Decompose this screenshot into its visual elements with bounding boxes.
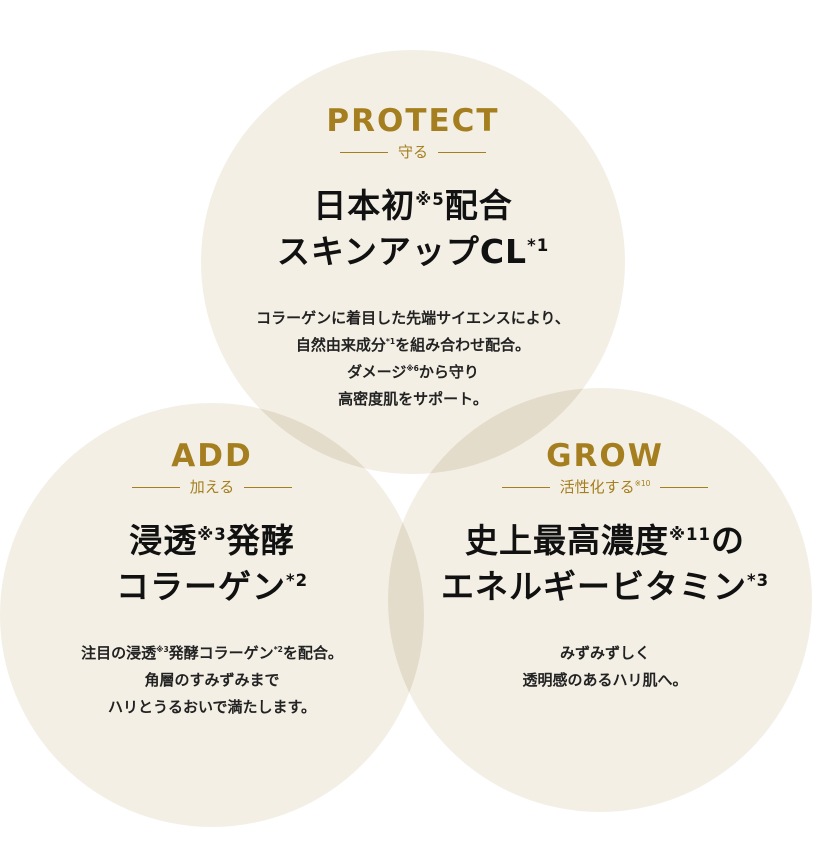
rule-right <box>438 151 486 153</box>
protect-section: PROTECT 守る 日本初※5配合 スキンアップCL*1 コラーゲンに着目した… <box>213 103 613 413</box>
add-body-line3: ハリとうるおいで満たします。 <box>107 698 317 716</box>
add-sub-text: 加える <box>189 478 235 496</box>
add-eyebrow: ADD <box>171 438 253 474</box>
circle-protect <box>201 50 625 474</box>
footnote-mark: ※11 <box>668 525 711 544</box>
rule-left <box>131 486 180 488</box>
footnote-mark: ※5 <box>415 190 445 209</box>
circle-add <box>0 403 424 827</box>
rule-left <box>501 486 550 488</box>
grow-body-line2: 透明感のあるハリ肌へ。 <box>522 671 688 689</box>
protect-body-line4: 高密度肌をサポート。 <box>338 390 488 408</box>
protect-title-line1: 日本初※5配合 <box>313 186 513 225</box>
grow-title-line2: エネルギービタミン*3 <box>440 567 770 606</box>
protect-eyebrow: PROTECT <box>326 103 500 139</box>
protect-body-line1: コラーゲンに着目した先端サイエンスにより、 <box>256 309 570 327</box>
add-section: ADD 加える 浸透※3発酵 コラーゲン*2 注目の浸透※3発酵コラーゲン*2を… <box>22 438 402 721</box>
footnote-mark: ※3 <box>156 645 169 654</box>
add-title-line1: 浸透※3発酵 <box>129 521 295 560</box>
protect-subheading: 守る <box>213 143 613 161</box>
grow-body: みずみずしく 透明感のあるハリ肌へ。 <box>410 640 800 694</box>
grow-sub-text: 活性化する※10 <box>559 478 651 496</box>
add-body-line2: 角層のすみずみまで <box>144 671 280 689</box>
footnote-mark: *2 <box>273 645 283 654</box>
add-subheading: 加える <box>22 478 402 496</box>
footnote-mark: *1 <box>527 236 550 255</box>
rule-right <box>244 486 293 488</box>
footnote-mark: *1 <box>385 337 396 346</box>
add-title-line2: コラーゲン*2 <box>115 567 309 606</box>
footnote-mark: ※10 <box>634 479 651 488</box>
footnote-mark: ※3 <box>197 525 227 544</box>
add-body-line1: 注目の浸透※3発酵コラーゲン*2を配合。 <box>81 644 343 662</box>
circle-grow <box>388 388 812 812</box>
add-title: 浸透※3発酵 コラーゲン*2 <box>22 518 402 610</box>
grow-eyebrow: GROW <box>546 438 664 474</box>
footnote-mark: *2 <box>285 571 309 590</box>
rule-right <box>660 486 709 488</box>
add-body: 注目の浸透※3発酵コラーゲン*2を配合。 角層のすみずみまで ハリとうるおいで満… <box>22 640 402 721</box>
protect-sub-text: 守る <box>397 143 428 161</box>
footnote-mark: ※6 <box>406 364 419 373</box>
protect-body-line3: ダメージ※6から守り <box>347 363 479 381</box>
grow-body-line1: みずみずしく <box>559 644 650 662</box>
footnote-mark: *3 <box>746 571 770 590</box>
grow-title: 史上最高濃度※11の エネルギービタミン*3 <box>410 518 800 610</box>
grow-section: GROW 活性化する※10 史上最高濃度※11の エネルギービタミン*3 みずみ… <box>410 438 800 694</box>
protect-title: 日本初※5配合 スキンアップCL*1 <box>213 183 613 275</box>
grow-subheading: 活性化する※10 <box>410 478 800 496</box>
protect-title-line2: スキンアップCL*1 <box>276 232 550 271</box>
rule-left <box>339 151 388 153</box>
protect-body-line2: 自然由来成分*1を組み合わせ配合。 <box>295 336 531 354</box>
protect-body: コラーゲンに着目した先端サイエンスにより、 自然由来成分*1を組み合わせ配合。 … <box>213 305 613 413</box>
grow-title-line1: 史上最高濃度※11の <box>464 521 745 560</box>
